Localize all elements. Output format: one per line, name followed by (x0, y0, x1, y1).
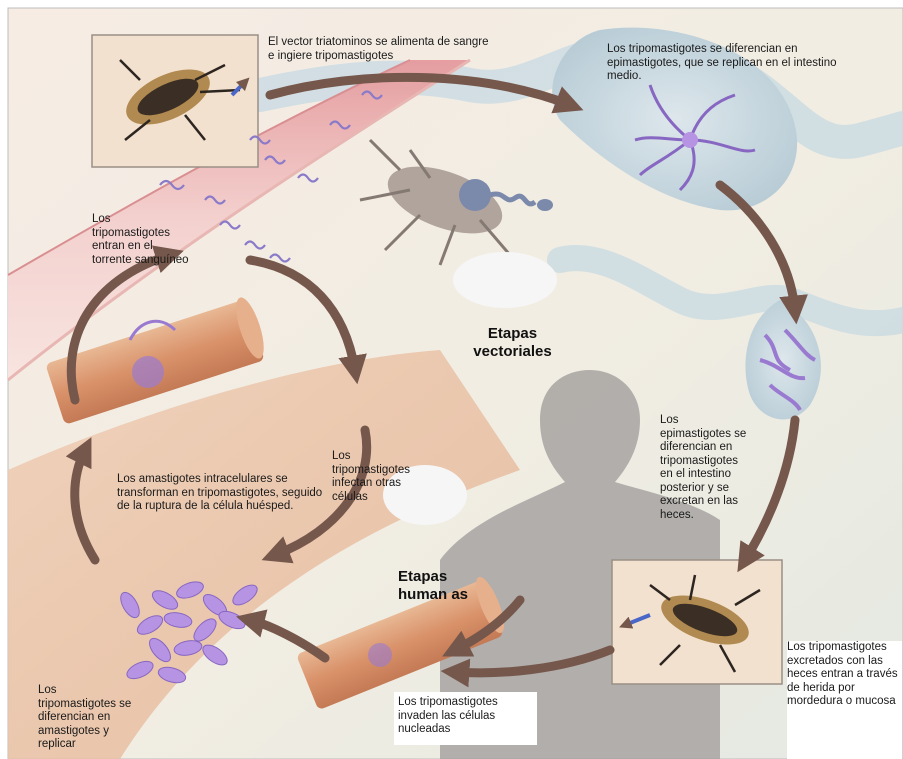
label-differentiate-amastigotes: Los tripomastigotes se diferencian en am… (38, 684, 133, 759)
label-vector-feeds: El vector triatominos se alimenta de san… (268, 36, 498, 63)
inset-defecating-bug (612, 560, 782, 684)
label-infect-other-cells: Los tripomastigotes infectan otras célul… (332, 450, 427, 504)
label-enter-bloodstream: Los tripomastigotes entran en el torrent… (92, 213, 190, 267)
label-differentiate-epimastigotes: Los tripomastigotes se diferencian en ep… (607, 43, 842, 84)
stage-label-human: Etapas human as (398, 568, 476, 604)
label-invade-nucleated: Los tripomastigotes invaden las células … (394, 692, 537, 745)
label-amastigotes-transform: Los amastigotes intracelulares se transf… (117, 473, 335, 514)
label-excreted-enter: Los tripomastigotes excretados con las h… (787, 641, 902, 759)
stage-label-vector: Etapas vectoriales (465, 325, 560, 361)
inset-feeding-bug (92, 35, 258, 167)
label-epi-to-tripo: Los epimastigotes se diferencian en trip… (660, 414, 752, 522)
white-blob (453, 252, 557, 308)
